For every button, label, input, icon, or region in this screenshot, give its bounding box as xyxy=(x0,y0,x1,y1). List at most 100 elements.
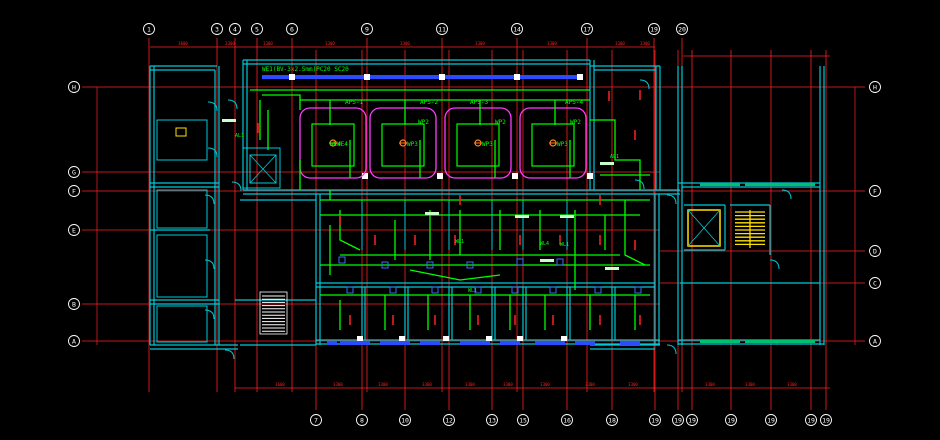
axis-bubble-label: 17 xyxy=(583,26,591,34)
window-mullion xyxy=(517,336,523,341)
light-fixture xyxy=(594,286,602,294)
window-mullion xyxy=(577,74,583,80)
light-fixture xyxy=(338,256,346,264)
axis-bubble-circle xyxy=(869,81,881,93)
room xyxy=(242,147,281,189)
axis-bubble-label: 18 xyxy=(608,417,616,425)
axis-bubble: 20 xyxy=(676,23,688,35)
window xyxy=(780,183,815,186)
window xyxy=(420,341,440,345)
panel-label: WL4 xyxy=(540,241,549,247)
axis-bubble: 11 xyxy=(436,23,448,35)
axis-bubble-label: 1 xyxy=(147,26,151,34)
window-mullion xyxy=(357,336,363,341)
light-fixture xyxy=(556,258,564,266)
axis-bubble-label: F xyxy=(873,188,877,196)
dimension-text: 3300 xyxy=(263,41,273,46)
door-swing xyxy=(666,194,677,205)
door-swing xyxy=(204,259,215,270)
window-mullion xyxy=(289,74,295,80)
equipment-label: APS-1 xyxy=(345,99,363,106)
room xyxy=(156,119,208,161)
equipment-label: WP2 xyxy=(495,119,506,126)
axis-bubble-circle xyxy=(511,23,523,35)
window-mullion xyxy=(362,173,368,179)
axis-bubble: 9 xyxy=(361,23,373,35)
axis-bubble-circle xyxy=(486,414,498,426)
window-layer xyxy=(262,74,815,345)
axis-bubble-label: G xyxy=(72,169,76,177)
equipment-label: APS-4 xyxy=(565,99,583,106)
axis-bubble-label: H xyxy=(72,84,76,92)
dimension-text: 3300 xyxy=(325,41,335,46)
axis-bubble-label: 19 xyxy=(727,417,735,425)
axis-bubble-label: 15 xyxy=(519,417,527,425)
axis-bubble-label: E xyxy=(72,227,76,235)
light-fixture xyxy=(466,261,474,269)
annotation-text-block xyxy=(605,267,619,270)
axis-bubble-circle xyxy=(672,414,684,426)
dimension-text: 3300 xyxy=(585,382,595,387)
title-note: WE1(BV-3x2.5mm)PC20 SC20 xyxy=(262,66,349,73)
axis-bubble: 19 xyxy=(820,414,832,426)
axis-bubble-label: 19 xyxy=(767,417,775,425)
axis-bubble-label: 10 xyxy=(401,417,409,425)
light-fixture xyxy=(516,258,524,266)
axis-bubble: 19 xyxy=(649,414,661,426)
axis-bubble: 14 xyxy=(511,23,523,35)
axis-bubble-circle xyxy=(805,414,817,426)
light-fixture xyxy=(634,286,642,294)
window xyxy=(535,341,565,345)
dimension-text: 3300 xyxy=(547,41,557,46)
wiring-run xyxy=(590,119,641,190)
window xyxy=(262,75,582,79)
window-mullion xyxy=(437,173,443,179)
axis-bubble-label: 7 xyxy=(314,417,318,425)
ahu-core xyxy=(531,123,575,167)
axis-bubble-circle xyxy=(68,298,80,310)
axis-bubble: 12 xyxy=(443,414,455,426)
axis-bubble-circle xyxy=(648,23,660,35)
annotation-text-block xyxy=(425,212,439,215)
window xyxy=(340,341,370,345)
window xyxy=(460,341,490,345)
axis-bubble: H xyxy=(68,81,80,93)
window xyxy=(745,340,785,343)
axis-bubble-label: 19 xyxy=(822,417,830,425)
axis-bubble-circle xyxy=(765,414,777,426)
axis-bubble-circle xyxy=(820,414,832,426)
door-swing xyxy=(227,99,238,110)
axis-bubble-circle xyxy=(517,414,529,426)
window xyxy=(780,340,815,343)
axis-bubble: A xyxy=(869,335,881,347)
dimension-text: 3300 xyxy=(503,382,513,387)
axis-bubble-label: H xyxy=(873,84,877,92)
axis-bubble-label: 14 xyxy=(513,26,521,34)
axis-bubble: H xyxy=(869,81,881,93)
axis-bubble-label: F xyxy=(72,188,76,196)
stair-layer xyxy=(259,210,765,335)
axis-bubble-circle xyxy=(869,185,881,197)
elevator-cross xyxy=(249,154,277,184)
window-mullion xyxy=(512,173,518,179)
axis-bubble-circle xyxy=(229,23,241,35)
axis-bubble-label: 19 xyxy=(674,417,682,425)
axis-bubble: G xyxy=(68,166,80,178)
room xyxy=(156,234,208,298)
axis-bubble-circle xyxy=(399,414,411,426)
axis-bubble: 19 xyxy=(686,414,698,426)
dimension-text: 3300 xyxy=(615,41,625,46)
door-swing xyxy=(634,179,645,190)
axis-bubble-circle xyxy=(561,414,573,426)
wiring-layer xyxy=(250,89,650,330)
axis-bubble: E xyxy=(68,224,80,236)
light-fixture xyxy=(511,286,519,294)
dimension-text: 3300 xyxy=(400,41,410,46)
equipment-label: WE4 xyxy=(330,141,341,148)
light-fixture xyxy=(381,261,389,269)
window-mullion xyxy=(399,336,405,341)
dimension-text: 3300 xyxy=(333,382,343,387)
door-swing xyxy=(769,259,780,270)
dimension-text: 3300 xyxy=(225,41,235,46)
